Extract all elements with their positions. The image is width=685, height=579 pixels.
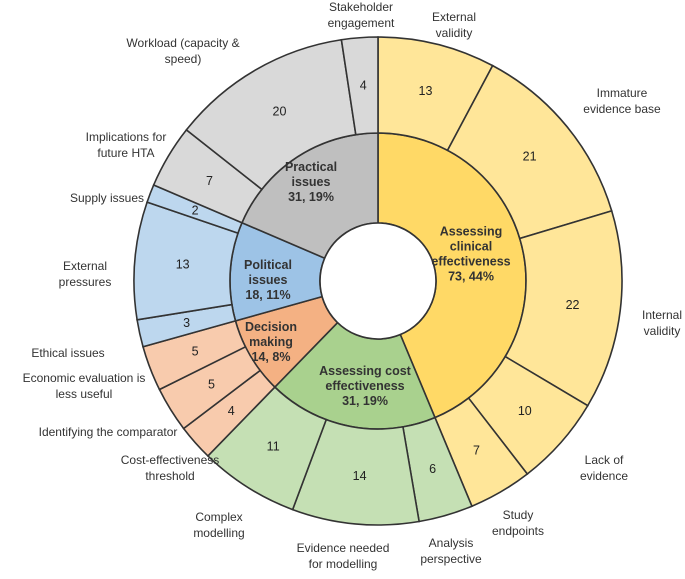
outer-segment-16 (340, 36, 379, 136)
outer-value-label: 7 (206, 174, 213, 188)
outer-value-label: 4 (360, 79, 367, 93)
outer-category-label: Ethical issues (31, 346, 104, 360)
outer-value-label: 2 (192, 204, 199, 218)
outer-category-label: Supply issues (70, 191, 144, 205)
outer-category-label: Identifying the comparator (39, 425, 178, 439)
outer-value-label: 13 (419, 84, 433, 98)
outer-value-label: 6 (429, 462, 436, 476)
outer-value-label: 3 (183, 316, 190, 330)
outer-value-label: 13 (176, 257, 190, 271)
outer-value-label: 14 (353, 469, 367, 483)
outer-value-label: 5 (208, 377, 215, 391)
outer-value-label: 11 (267, 440, 280, 454)
outer-value-label: 4 (228, 404, 235, 418)
segments (133, 36, 623, 526)
outer-value-label: 7 (473, 443, 480, 457)
outer-value-label: 22 (566, 298, 580, 312)
center-hole (319, 222, 437, 340)
outer-value-label: 10 (518, 404, 532, 418)
outer-value-label: 20 (273, 105, 287, 119)
outer-value-label: 5 (192, 344, 199, 358)
outer-value-label: 21 (523, 150, 537, 164)
outer-category-label: Workload (capacity &speed) (126, 36, 239, 66)
